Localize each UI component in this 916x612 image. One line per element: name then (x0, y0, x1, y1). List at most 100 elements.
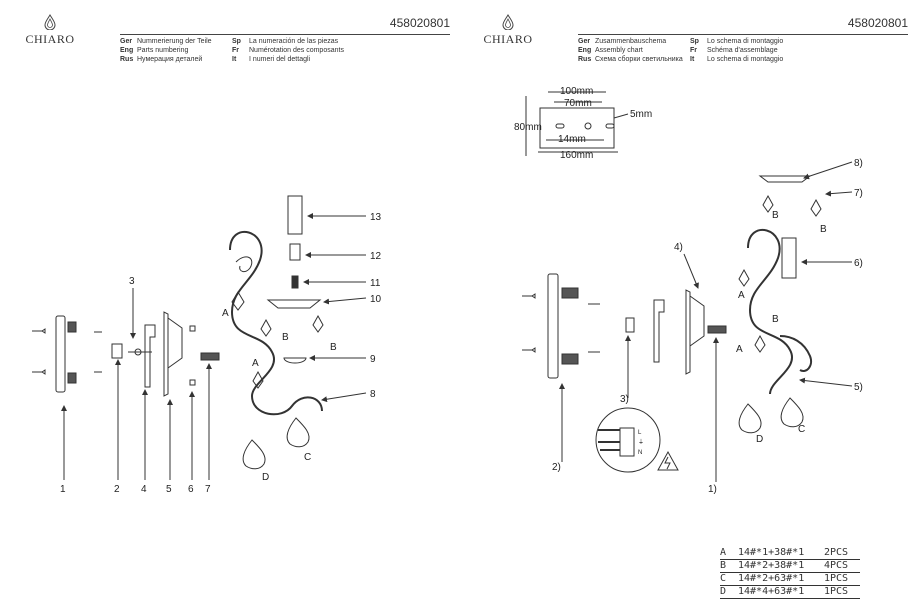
table-cell-qty: 1PCS (824, 586, 849, 597)
table-row: A 14#*1+38#*1 2PCS (720, 547, 860, 560)
article-number: 458020801 (389, 16, 450, 30)
plate-bracket (561, 353, 579, 365)
lang-code: It (232, 56, 237, 63)
candle-sleeve (287, 195, 303, 235)
drop-crystal-icon (738, 403, 762, 434)
mounting-bracket (653, 299, 665, 363)
table-cell-letter: A (720, 547, 727, 558)
dim-80: 80mm (514, 122, 542, 133)
lightning-icon (664, 456, 671, 470)
wire-icon (598, 429, 620, 451)
crystal-icon (762, 194, 774, 213)
bulb-holder (289, 243, 301, 261)
drop-crystal-icon (286, 417, 310, 448)
dim-160: 160mm (560, 150, 593, 161)
drip-pan (758, 175, 812, 183)
mounting-bracket (144, 324, 156, 388)
callout-5: 5 (166, 484, 172, 495)
callout-8: 8 (370, 389, 376, 400)
lang-code: Sp (232, 38, 241, 45)
mounting-plate-drawing (539, 107, 615, 149)
dimension-lines (525, 91, 629, 156)
sconce-arm (229, 231, 323, 416)
brand-name: CHIARO (25, 32, 75, 46)
callout-13: 13 (370, 212, 382, 223)
callout-1: 1) (708, 484, 717, 495)
assembly-diagram: 100mm 70mm 5mm 80mm 14mm 160mm (514, 86, 863, 495)
drip-pan (266, 299, 322, 309)
nut-icon (189, 325, 196, 332)
lang-code: It (690, 56, 695, 63)
crystal-icon (252, 370, 264, 389)
lang-code: Fr (232, 47, 239, 54)
wire-label-n: N (638, 450, 642, 456)
drop-crystal-icon (780, 397, 804, 428)
lang-code: Eng (578, 47, 592, 54)
lang-code: Rus (120, 56, 134, 63)
threaded-nipple (200, 352, 220, 361)
callout-6: 6 (188, 484, 194, 495)
drop-crystal-icon (242, 439, 266, 470)
callout-8: 8) (854, 158, 863, 169)
slot-icon (555, 123, 565, 129)
lang-text: Assembly chart (595, 47, 643, 54)
crystal-label: C (304, 452, 311, 463)
sconce-arm (747, 229, 793, 395)
table-cell-letter: B (720, 560, 727, 571)
lang-text: I numeri del dettagli (249, 56, 311, 63)
table-cell-letter: D (720, 586, 727, 597)
lang-code: Rus (578, 56, 592, 63)
crystal-label: B (772, 210, 779, 221)
callout-10: 10 (370, 294, 382, 305)
callout-1: 1 (60, 484, 66, 495)
lang-text: Parts numbering (137, 47, 189, 54)
lang-text: Zusammenbauschema (595, 38, 667, 45)
crystal-label: A (222, 308, 229, 319)
callout-2: 2) (552, 462, 561, 473)
threaded-nipple (707, 325, 727, 334)
lang-code: Eng (120, 47, 134, 54)
bolt-icon (588, 303, 600, 353)
crystal-label: B (772, 314, 779, 325)
callout-6: 6) (854, 258, 863, 269)
lang-text: Nummerierung der Teile (137, 38, 212, 45)
screw-icon (32, 369, 46, 375)
plate-bracket (561, 287, 579, 299)
mounting-plate (547, 273, 559, 379)
table-cell-qty: 1PCS (824, 573, 849, 584)
dim-5: 5mm (630, 109, 652, 120)
crystal-label: D (756, 434, 763, 445)
arm-scroll (235, 256, 253, 273)
crystal-icon (810, 198, 822, 217)
dim-14: 14mm (558, 134, 586, 145)
hole-icon (584, 122, 592, 130)
crystal-parts-table: A 14#*1+38#*1 2PCS B 14#*2+38#*1 4PCS C … (720, 547, 860, 599)
brand-name: CHIARO (483, 32, 533, 46)
crystal-icon (312, 314, 324, 333)
crystal-label: D (262, 472, 269, 483)
table-cell-qty: 2PCS (824, 547, 849, 558)
crystal-label: B (282, 332, 289, 343)
lang-text: Lo schema di montaggio (707, 56, 784, 63)
bolt-icon (94, 331, 102, 373)
table-row: C 14#*2+63#*1 1PCS (720, 573, 860, 586)
callout-arrows (61, 213, 367, 480)
terminal-block (619, 427, 635, 457)
drop-logo-icon (44, 14, 56, 30)
header-rule (120, 34, 450, 35)
crystal-label: A (736, 344, 743, 355)
wall-canopy (685, 289, 705, 375)
crystal-icon (260, 318, 272, 337)
sconce-arm-curl (779, 335, 812, 372)
callout-arrows (559, 161, 853, 482)
drop-logo-icon (502, 14, 514, 30)
callout-12: 12 (370, 251, 382, 262)
wire-label-l: L (638, 430, 642, 436)
